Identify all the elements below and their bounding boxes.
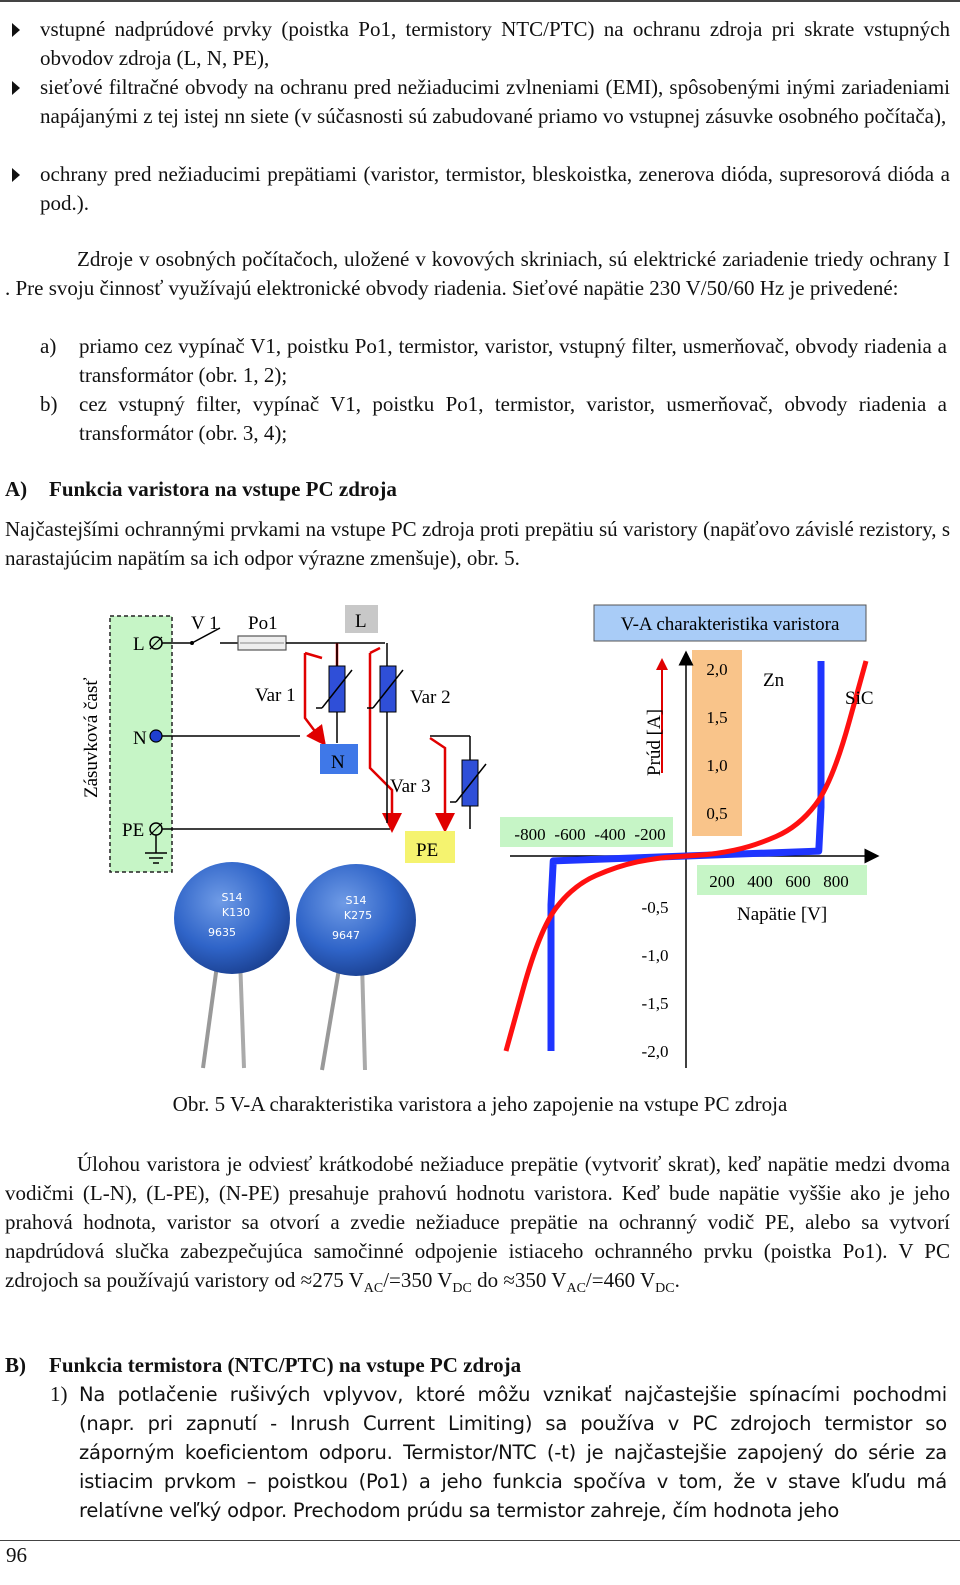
bullet-text: sieťové filtračné obvody na ochranu pred… bbox=[40, 75, 950, 128]
section-title: Funkcia termistora (NTC/PTC) na vstupe P… bbox=[49, 1353, 522, 1377]
terminal-n-label: N bbox=[133, 728, 147, 749]
switch-v1 bbox=[191, 627, 221, 644]
section-letter: B) bbox=[5, 1353, 26, 1377]
tag-n-box bbox=[320, 744, 358, 774]
varistor-var3 bbox=[430, 735, 487, 829]
x-tick-label: -200 bbox=[634, 825, 665, 844]
varistor-paragraph: Úlohou varistora je odviesť krátkodobé n… bbox=[5, 1150, 950, 1303]
varistor-disc-1 bbox=[174, 862, 290, 974]
x-tick-label: 800 bbox=[823, 872, 849, 891]
y-axis-label: Prúd [A] bbox=[644, 709, 665, 776]
chart-ticks: -800 -600 -400 -200 200 400 600 800 2,0 1,5 1,0 0,5… bbox=[514, 660, 848, 1061]
x-tick-label: 200 bbox=[709, 872, 735, 891]
tag-l-box bbox=[345, 605, 378, 633]
socket-label: Zásuvková časť bbox=[81, 678, 102, 799]
triangle-bullet-icon bbox=[12, 81, 20, 95]
list-item-text: Na potlačenie rušivých vplyvov, ktoré mô… bbox=[79, 1383, 947, 1522]
figure-caption: Obr. 5 V-A charakteristika varistora a j… bbox=[172, 1092, 788, 1116]
section-title: Funkcia varistora na vstupe PC zdroja bbox=[49, 477, 397, 501]
varistor-var1 bbox=[316, 643, 353, 743]
tag-pe: PE bbox=[416, 840, 438, 861]
x-tick-label: 400 bbox=[747, 872, 773, 891]
disc1-line3: 9635 bbox=[208, 926, 236, 939]
y-tick-label: -1,5 bbox=[642, 994, 669, 1013]
x-tick-label: -600 bbox=[554, 825, 585, 844]
tag-pe-box bbox=[405, 831, 455, 863]
y-tick-label: 0,5 bbox=[706, 804, 727, 823]
section-letter: A) bbox=[5, 477, 28, 501]
y-tick-label: -0,5 bbox=[642, 898, 669, 917]
section-a-heading: A) Funkcia varistora na vstupe PC zdroja bbox=[5, 475, 397, 504]
circuit-diagram: Zásuvková časť L N PE V 1 Po1 bbox=[81, 605, 487, 873]
list-item-text: cez vstupný filter, vypínač V1, poistku … bbox=[79, 392, 947, 445]
y-tick-background bbox=[692, 650, 742, 836]
series-line-sic bbox=[503, 660, 869, 1052]
y-tick-label: 1,0 bbox=[706, 756, 727, 775]
varistor-disc-2 bbox=[296, 864, 416, 976]
list-item-label: a) bbox=[40, 334, 57, 358]
x-neg-tick-background bbox=[500, 817, 673, 847]
legend-sic: SiC bbox=[845, 688, 874, 709]
page-number: 96 bbox=[6, 1543, 27, 1567]
list-item-label: b) bbox=[40, 392, 58, 416]
disc2-line3: 9647 bbox=[332, 929, 360, 942]
x-axis-label: Napätie [V] bbox=[737, 904, 827, 925]
chart-series bbox=[503, 660, 869, 1052]
terminal-pe-label: PE bbox=[122, 820, 144, 841]
x-tick-label: -800 bbox=[514, 825, 545, 844]
triangle-bullet-icon bbox=[12, 23, 20, 37]
voltage-range: ≈275 VAC/=350 VDC do ≈350 VAC/=460 VDC. bbox=[300, 1268, 680, 1297]
legend-zn: Zn bbox=[763, 670, 785, 691]
footer-rule bbox=[0, 1540, 960, 1541]
varistor-var2 bbox=[367, 643, 404, 823]
chart-title-box bbox=[593, 604, 867, 642]
y-tick-label: -1,0 bbox=[642, 946, 669, 965]
y-tick-label: 2,0 bbox=[706, 660, 727, 679]
disc2-line2: K275 bbox=[344, 909, 372, 922]
intro-paragraph: Zdroje v osobných počítačoch, uložené v … bbox=[5, 247, 950, 300]
y-tick-label: -2,0 bbox=[642, 1042, 669, 1061]
switch-label: V 1 bbox=[191, 613, 219, 634]
varistor-photo: S14 K130 9635 S14 K275 9647 bbox=[174, 862, 416, 1071]
tag-l: L bbox=[355, 611, 367, 632]
disc2-line1: S14 bbox=[346, 894, 367, 907]
bullet-text: ochrany pred nežiaducimi prepätiami (var… bbox=[40, 162, 950, 215]
section-b-heading: B) Funkcia termistora (NTC/PTC) na vstupe… bbox=[5, 1351, 521, 1380]
triangle-bullet-icon bbox=[12, 168, 20, 182]
var1-label: Var 1 bbox=[255, 685, 296, 706]
list-item-text: priamo cez vypínač V1, poistku Po1, term… bbox=[79, 334, 947, 387]
x-tick-label: 600 bbox=[785, 872, 811, 891]
var2-label: Var 2 bbox=[410, 687, 451, 708]
varistor-paragraph-text: Úlohou varistora je odviesť krátkodobé n… bbox=[5, 1152, 950, 1292]
fuse-label: Po1 bbox=[248, 613, 278, 634]
disc1-line2: K130 bbox=[222, 906, 250, 919]
va-chart: V-A charakteristika varistora Prúd [A] N… bbox=[500, 604, 880, 1068]
terminal-n bbox=[149, 729, 163, 743]
x-tick-label: -400 bbox=[594, 825, 625, 844]
x-pos-tick-background bbox=[697, 865, 867, 895]
disc1-line1: S14 bbox=[222, 891, 243, 904]
ground-icon bbox=[145, 852, 167, 864]
chart-title: V-A charakteristika varistora bbox=[621, 614, 840, 635]
var3-label: Var 3 bbox=[390, 776, 431, 797]
section-a-paragraph: Najčastejšími ochrannými prvkami na vstu… bbox=[5, 517, 950, 570]
figure-5: Zásuvková časť L N PE V 1 Po1 bbox=[81, 604, 880, 1071]
bullet-text: vstupné nadprúdové prvky (poistka Po1, t… bbox=[40, 17, 950, 70]
top-rule bbox=[0, 0, 960, 2]
y-tick-label: 1,5 bbox=[706, 708, 727, 727]
terminal-l-label: L bbox=[133, 634, 145, 655]
tag-n: N bbox=[331, 752, 345, 773]
list-item-label: 1) bbox=[50, 1382, 68, 1406]
